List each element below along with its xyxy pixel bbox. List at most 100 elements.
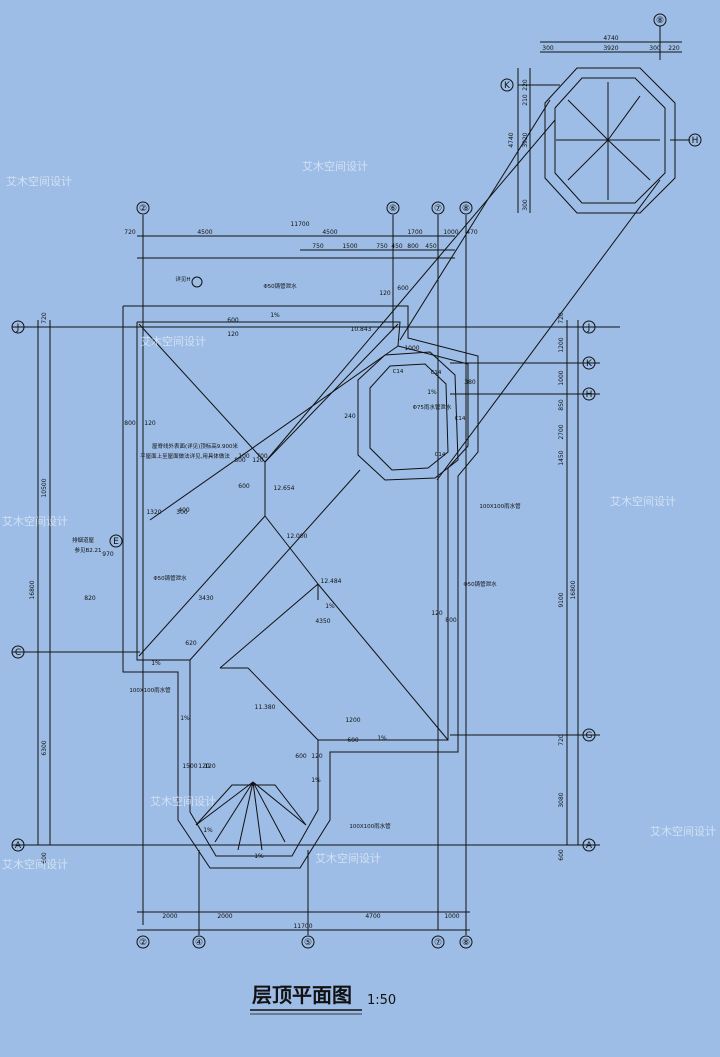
axis-label: K bbox=[586, 359, 593, 369]
bay-hip bbox=[252, 781, 263, 851]
dimension-label: 2000 bbox=[162, 913, 177, 920]
note-label: 屋脊线外表面(详见)顶标高9.900米 bbox=[152, 442, 239, 450]
tower-octagon-inner bbox=[554, 77, 666, 204]
dimension-label: 16800 bbox=[29, 580, 36, 599]
dimension-label: 1% bbox=[254, 853, 264, 860]
dimension-label: 820 bbox=[84, 595, 96, 602]
dimension-label: 300 bbox=[649, 45, 661, 52]
dimension-label: 720 bbox=[558, 312, 565, 324]
dimension-label: 3920 bbox=[603, 45, 618, 52]
dimension-label: 11700 bbox=[293, 923, 312, 930]
note-label: 排烟道屋 bbox=[72, 536, 95, 544]
note-label: C14 bbox=[435, 452, 446, 458]
dimension-label: 970 bbox=[102, 551, 114, 558]
axis-label: A bbox=[586, 841, 593, 851]
hip-line bbox=[247, 667, 319, 741]
dimension-label: 3080 bbox=[558, 792, 565, 807]
axis-label: E bbox=[113, 537, 119, 547]
dimension-label: 600 bbox=[347, 737, 359, 744]
axis-label: ⑧ bbox=[462, 938, 470, 948]
axis-label: ④ bbox=[195, 938, 203, 948]
dimension-label: 1% bbox=[427, 389, 437, 396]
dimension-label: 1000 bbox=[443, 229, 458, 236]
dimension-label: 3430 bbox=[198, 595, 213, 602]
roof-outer-outline bbox=[122, 305, 479, 869]
note-label: C14 bbox=[455, 416, 466, 422]
dimension-label: 700 bbox=[256, 453, 268, 460]
note-label: 100X100雨水管 bbox=[349, 822, 391, 830]
dimension-label: 6300 bbox=[41, 740, 48, 755]
dimension-label: 380 bbox=[464, 379, 476, 386]
hip-line bbox=[317, 583, 449, 741]
dimension-label: 11.380 bbox=[255, 704, 276, 711]
dimension-label: 120 bbox=[431, 610, 443, 617]
axis-label: ⑧ bbox=[462, 204, 470, 214]
dimension-label: 1000 bbox=[404, 345, 419, 352]
axis-label: ⑦ bbox=[434, 938, 442, 948]
axis-label: ⑧ bbox=[656, 16, 664, 26]
diagonal-link bbox=[399, 99, 551, 341]
dimension-label: 120 bbox=[379, 290, 391, 297]
bay-hip bbox=[195, 781, 254, 826]
dimension-label: 120 bbox=[252, 457, 264, 464]
dimension-label: 120 bbox=[311, 753, 323, 760]
dimension-label: 1% bbox=[151, 660, 161, 667]
axis-label: K bbox=[504, 81, 511, 91]
dimension-label: 1% bbox=[377, 735, 387, 742]
dimension-label: 850 bbox=[558, 399, 565, 411]
note-label: 平屋面上至屋面做法详见,用具体做法 bbox=[140, 452, 230, 460]
diagonal-link bbox=[149, 345, 399, 521]
note-label: 100X100雨水管 bbox=[479, 502, 521, 510]
hip-line bbox=[138, 515, 266, 657]
dimension-label: 1000 bbox=[444, 913, 459, 920]
dimension-label: 240 bbox=[344, 413, 356, 420]
dimension-label: 450 bbox=[425, 243, 437, 250]
dimension-label: 9100 bbox=[558, 592, 565, 607]
dimension-label: 4500 bbox=[322, 229, 337, 236]
axis-label: J bbox=[587, 323, 591, 333]
dimension-label: 620 bbox=[185, 640, 197, 647]
axis-label: ⑥ bbox=[389, 204, 397, 214]
dimension-label: 600 bbox=[295, 753, 307, 760]
note-label: 详见H bbox=[175, 275, 190, 283]
dimension-label: 800 bbox=[407, 243, 419, 250]
dimension-label: 12.654 bbox=[274, 485, 295, 492]
axis-label: ⑦ bbox=[434, 204, 442, 214]
dimension-label: 2000 bbox=[217, 913, 232, 920]
watermark-layer: 艾木空间设计 艾木空间设计 艾木空间设计 艾木空间设计 艾木空间设计 艾木空间设… bbox=[2, 159, 716, 871]
watermark: 艾木空间设计 bbox=[610, 494, 676, 508]
dimension-label: 800 bbox=[124, 420, 136, 427]
dimension-label: 400 bbox=[178, 507, 190, 514]
note-label: Φ50铸管泄水 bbox=[153, 574, 187, 582]
dimension-label: 300 bbox=[176, 509, 188, 516]
dimension-label: 1% bbox=[311, 777, 321, 784]
hip-line bbox=[219, 583, 319, 669]
dimension-label: 600 bbox=[397, 285, 409, 292]
dimension-label: 1450 bbox=[558, 450, 565, 465]
dimension-label: 300 bbox=[522, 199, 529, 211]
dimension-label: 1000 bbox=[558, 370, 565, 385]
dimension-label: 600 bbox=[238, 483, 250, 490]
dimension-label: 750 bbox=[376, 243, 388, 250]
note-label: Φ75雨水管泄水 bbox=[413, 403, 452, 411]
dimension-label: 4350 bbox=[315, 618, 330, 625]
tower-spoke bbox=[607, 95, 641, 141]
watermark: 艾木空间设计 bbox=[650, 824, 716, 838]
tower-octagon bbox=[544, 67, 676, 214]
dimension-label: 220 bbox=[522, 79, 529, 91]
note-label: Φ50铸管泄水 bbox=[263, 282, 297, 290]
watermark: 艾木空间设计 bbox=[302, 159, 368, 173]
dimension-label: 1% bbox=[270, 312, 280, 319]
dimension-label: 12.000 bbox=[287, 533, 308, 540]
dimension-label: 1% bbox=[325, 603, 335, 610]
dimension-label: 1500 bbox=[342, 243, 357, 250]
octagon-room-inner bbox=[369, 363, 449, 471]
watermark: 艾木空间设计 bbox=[2, 514, 68, 528]
watermark: 艾木空间设计 bbox=[140, 334, 206, 348]
hip-line bbox=[264, 515, 319, 585]
bay-hip bbox=[252, 781, 307, 826]
axis-label: H bbox=[692, 136, 699, 146]
dimension-label: 300 bbox=[542, 45, 554, 52]
watermark: 艾木空间设计 bbox=[2, 857, 68, 871]
dimension-label: 720 bbox=[558, 734, 565, 746]
